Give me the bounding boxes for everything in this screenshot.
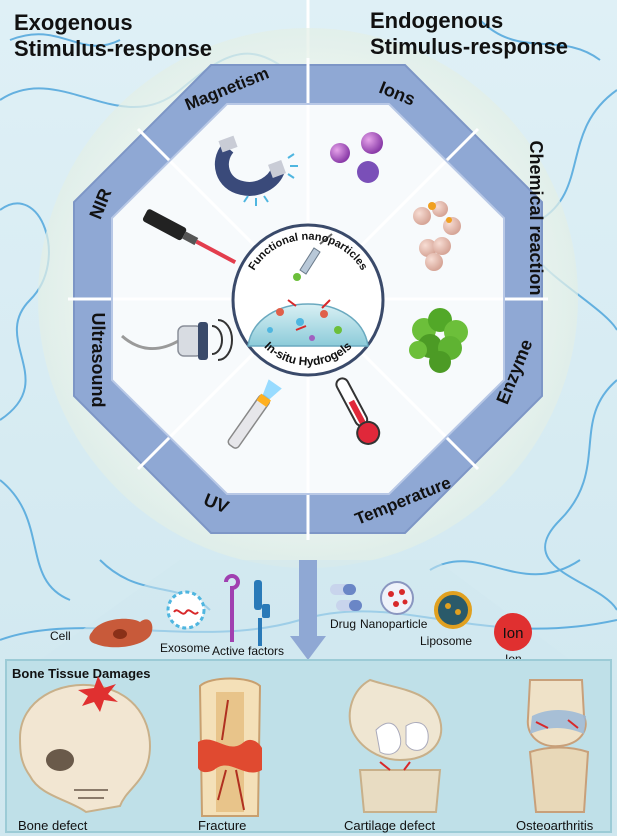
endogenous-heading-line-1: Endogenous	[370, 8, 504, 33]
cell-icon	[89, 618, 153, 648]
center-hydrogel	[231, 223, 385, 377]
active-factor-icon-1	[224, 574, 240, 642]
thermometer-icon	[335, 377, 381, 445]
drug-capsule-icon	[330, 584, 362, 611]
ion-badge-label: Ion	[503, 625, 524, 642]
label-cartilage-defect: Cartilage defect	[344, 818, 435, 833]
active-factor-icon-2	[254, 580, 270, 646]
ion-badge-icon	[494, 613, 532, 651]
exogenous-heading-line-1: Exogenous	[14, 10, 133, 35]
exogenous-heading-line-2: Stimulus-response	[14, 36, 213, 61]
endogenous-heading: Endogenous Stimulus-response	[370, 8, 568, 60]
label-bone-defect: Bone defect	[18, 818, 88, 833]
bone-panel-title: Bone Tissue Damages	[12, 666, 150, 681]
exosome-icon	[166, 590, 206, 630]
fracture-bone-icon	[198, 677, 262, 817]
nir-laser-icon	[142, 209, 237, 264]
liposome-icon	[434, 591, 472, 629]
label-exosome: Exosome	[160, 641, 210, 655]
ultrasound-probe-icon	[121, 319, 233, 361]
label-osteoarthritis: Osteoarthritis	[516, 818, 594, 833]
uv-light-icon	[227, 379, 282, 449]
cartilage-knee-icon	[348, 678, 443, 813]
label-nanoparticle: Nanoparticle	[360, 617, 428, 631]
enzyme-icon	[409, 308, 468, 373]
label-liposome: Liposome	[420, 634, 472, 648]
label-ultrasound: Ultrasound	[88, 312, 108, 407]
endogenous-heading-line-2: Stimulus-response	[370, 34, 569, 59]
label-cell: Cell	[50, 629, 71, 643]
magnet-icon	[214, 135, 298, 206]
exogenous-heading: Exogenous Stimulus-response	[14, 10, 212, 62]
osteoarthritis-knee-icon	[526, 679, 590, 813]
label-drug: Drug	[330, 617, 356, 631]
label-chemical-reaction: Chemical reaction	[526, 140, 546, 295]
down-arrow-icon	[290, 560, 326, 660]
label-active-factors: Active factors	[212, 644, 284, 658]
frame-bevel	[111, 103, 505, 495]
ions-icon	[330, 132, 383, 183]
skull-icon	[18, 676, 151, 814]
label-fracture: Fracture	[198, 818, 246, 833]
chemical-reaction-icon	[413, 201, 461, 271]
nanoparticle-icon	[380, 581, 414, 615]
